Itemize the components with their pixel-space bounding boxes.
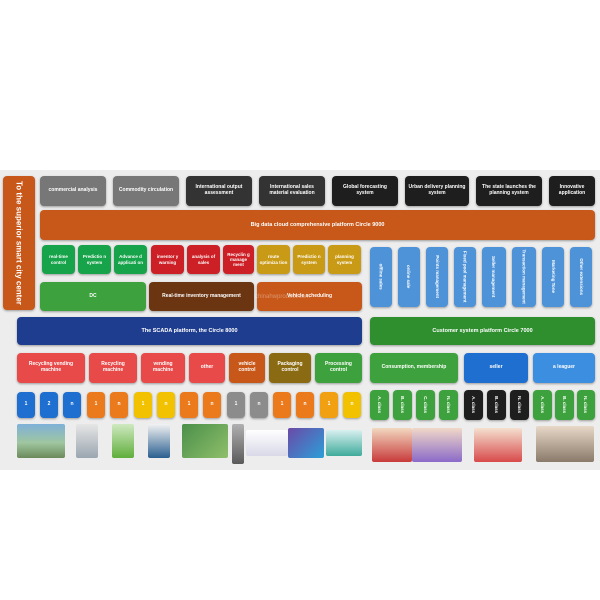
machine-recycling: Recycling machine <box>89 353 137 383</box>
module-fixed-pool-management: Fixed pool management <box>454 247 476 307</box>
dc-block: DC <box>40 282 146 311</box>
cell-11: n <box>250 392 268 418</box>
class-b-leaguer: B. class <box>555 390 574 420</box>
class-a-seller: A. class <box>464 390 483 420</box>
cell-15: n <box>343 392 361 418</box>
control-cabinet-image <box>232 424 244 464</box>
class-n-leaguer: N. class <box>577 390 595 420</box>
cell-13: n <box>296 392 314 418</box>
class-b-seller: B. class <box>487 390 506 420</box>
cell-1: 1 <box>17 392 35 418</box>
vehicle-scheduling-block: Vehicle scheduling <box>257 282 362 311</box>
module-innovative-application: Innovative application <box>549 176 595 206</box>
machine-vending: vending machine <box>141 353 185 383</box>
module-commercial-analysis: commercial analysis <box>40 176 106 206</box>
processing-line-image <box>326 430 362 456</box>
module-urban-delivery: Urban delivery planning system <box>405 176 469 206</box>
big-data-platform: Big data cloud comprehensive platform Ci… <box>40 210 595 240</box>
class-n-consumption: N. class <box>439 390 458 420</box>
cell-3: n <box>63 392 81 418</box>
kiosk-terminal-image <box>148 424 170 458</box>
module-international-output: International output assessment <box>186 176 252 206</box>
logistics-network-image <box>288 428 324 458</box>
module-recycling-management: Recyclin g manage ment <box>223 245 254 274</box>
group-leaguer: a leaguer <box>533 353 595 383</box>
module-real-time-control: real-time control <box>42 245 75 274</box>
cell-9: n <box>203 392 221 418</box>
module-commodity-circulation: Commodity circulation <box>113 176 179 206</box>
class-a-consumption: A. class <box>370 390 389 420</box>
module-inventory-warning: inventor y warning <box>151 245 184 274</box>
league-members-image <box>536 426 594 462</box>
module-offline-sales: offline sales <box>370 247 392 307</box>
cell-10: 1 <box>227 392 245 418</box>
module-online-sale: online sale <box>398 247 420 307</box>
cell-5: n <box>110 392 128 418</box>
cell-8: 1 <box>180 392 198 418</box>
class-b-consumption: B. class <box>393 390 412 420</box>
cell-2: 2 <box>40 392 58 418</box>
sellers-group-image <box>474 428 522 462</box>
module-global-forecasting: Global forecasting system <box>332 176 398 206</box>
cell-14: 1 <box>320 392 338 418</box>
delivery-van-image <box>246 430 288 456</box>
module-prediction-system-gold: Predictio n system <box>293 245 325 274</box>
class-c-consumption: C. class <box>416 390 435 420</box>
module-planning-system: planning system <box>328 245 361 274</box>
module-analysis-of-sales: analysis of sales <box>187 245 220 274</box>
sidebar-label: To the superior smart city center <box>14 181 24 305</box>
vending-machine-image <box>76 424 98 458</box>
photo-strip <box>0 422 600 470</box>
module-marketing-tone: Marketing Tone <box>542 247 564 307</box>
machine-processing-control: Processing control <box>315 353 362 383</box>
class-a-leaguer: A. class <box>533 390 552 420</box>
scada-platform: The SCADA platform, the Circle 8000 <box>17 317 362 345</box>
module-seller-management: Seller management <box>482 247 506 307</box>
module-points-management: Points management <box>426 247 448 307</box>
module-state-planning: The state launches the planning system <box>476 176 542 206</box>
machine-packaging-control: Packaging control <box>269 353 311 383</box>
crowd-people-image <box>412 428 462 462</box>
architecture-diagram: To the superior smart city center commer… <box>0 170 600 470</box>
watermark: chinahwproduct.com <box>255 294 311 300</box>
module-advanced-application: Advance d applicati on <box>114 245 147 274</box>
warehouse-map-image <box>182 424 228 458</box>
class-n-seller: N. class <box>510 390 529 420</box>
module-other-extensions: Other extensions <box>570 247 592 307</box>
cell-4: 1 <box>87 392 105 418</box>
machine-vehicle-control: vehicle control <box>229 353 265 383</box>
module-route-optimization: route optimiza tion <box>257 245 290 274</box>
family-members-image <box>372 428 412 462</box>
cell-7: n <box>157 392 175 418</box>
cell-12: 1 <box>273 392 291 418</box>
module-international-sales: International sales material evaluation <box>259 176 325 206</box>
cell-6: 1 <box>134 392 152 418</box>
module-transaction-management: Transaction management <box>512 247 536 307</box>
sidebar-superior-center: To the superior smart city center <box>3 176 35 310</box>
customer-platform: Customer system platform Circle 7000 <box>370 317 595 345</box>
recycling-bin-image <box>112 424 134 458</box>
realtime-inventory-block: Real-time inventory management <box>149 282 254 311</box>
group-consumption-membership: Consumption, membership <box>370 353 458 383</box>
module-prediction-system-green: Predictio n system <box>78 245 111 274</box>
machine-other: other <box>189 353 225 383</box>
group-seller: seller <box>464 353 528 383</box>
machine-recycling-vending: Recycling vending machine <box>17 353 85 383</box>
smart-kiosk-image <box>17 424 65 458</box>
